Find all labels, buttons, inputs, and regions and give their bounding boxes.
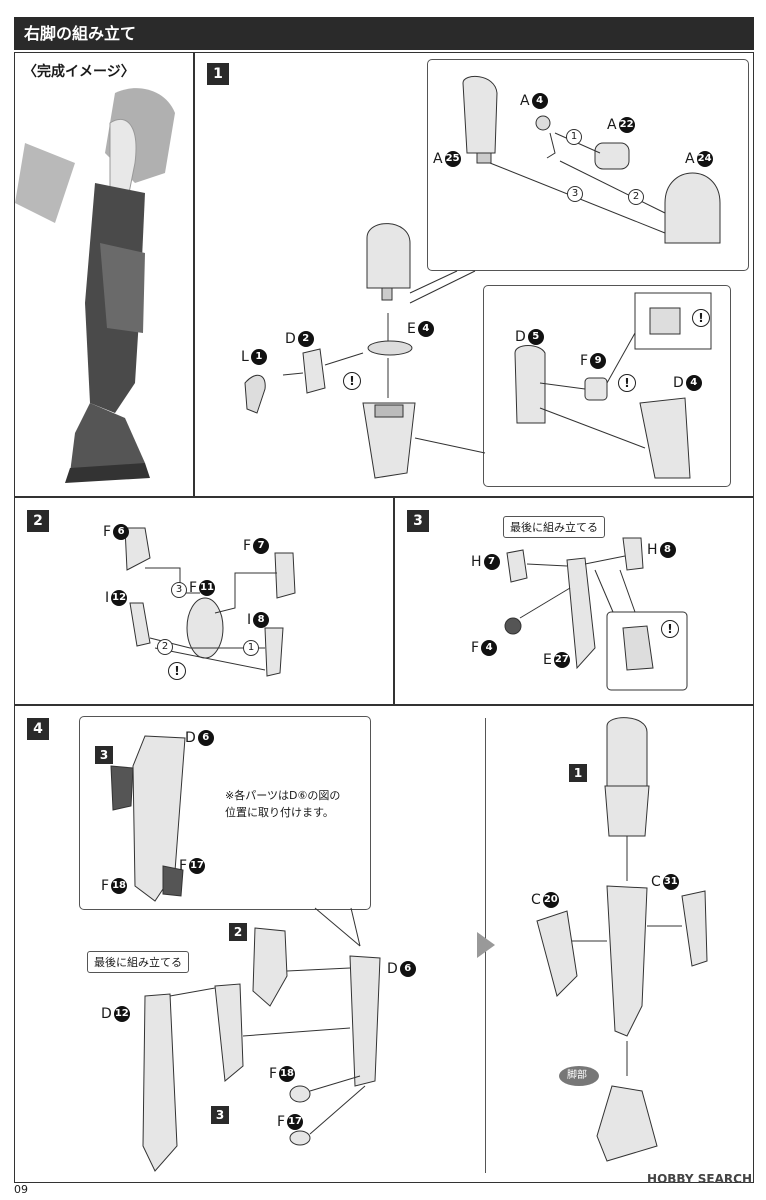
sub-step-badge: 3 — [95, 746, 113, 764]
arrow-right-icon — [477, 932, 495, 958]
order-marker-3: 3 — [567, 186, 583, 202]
caution-icon: ! — [168, 662, 186, 680]
assembled-leg-diagram — [536, 717, 708, 1162]
step-2-diagram — [124, 527, 296, 677]
completion-image-panel: 〈完成イメージ〉 — [14, 52, 194, 497]
foot-label: 脚部 — [567, 1070, 587, 1081]
step-4-badge: 4 — [27, 718, 49, 740]
caution-icon: ! — [661, 620, 679, 638]
watermark: HOBBY SEARCH — [647, 1172, 752, 1186]
order-marker-2: 2 — [628, 189, 644, 205]
caution-icon: ! — [343, 372, 361, 390]
step-3-badge: 3 — [407, 510, 429, 532]
completion-label: 〈完成イメージ〉 — [23, 64, 135, 80]
step-1-badge: 1 — [207, 63, 229, 85]
completed-leg-render — [15, 88, 175, 483]
assemble-last-note: 最後に組み立てる — [87, 951, 189, 973]
sub-step-badge: 3 — [211, 1106, 229, 1124]
caution-icon: ! — [692, 309, 710, 327]
instruction-line-2: 位置に取り付けます。 — [225, 806, 334, 819]
step-2-badge: 2 — [27, 510, 49, 532]
step-4-panel: 4 3 ※各パーツはD⑥の図の 位置に取り付けます。 2 3 最後に組み立てる … — [14, 705, 754, 1183]
page-title: 右脚の組み立て — [14, 17, 754, 50]
step-1-panel: 1 — [194, 52, 754, 497]
instruction-line-1: ※各パーツはD⑥の図の — [225, 789, 341, 802]
order-marker-2: 2 — [157, 639, 173, 655]
assemble-last-note: 最後に組み立てる — [503, 516, 605, 538]
order-marker-3: 3 — [171, 582, 187, 598]
order-marker-1: 1 — [243, 640, 259, 656]
step-4-detail-box — [79, 716, 371, 910]
step-1-diagram — [244, 75, 721, 479]
caution-icon: ! — [618, 374, 636, 392]
step-3-diagram — [504, 537, 688, 691]
step-4-diagram — [110, 735, 381, 1172]
page-number: 09 — [14, 1183, 28, 1196]
result-step-badge: 1 — [569, 764, 587, 782]
order-marker-1: 1 — [566, 129, 582, 145]
sub-step-badge: 2 — [229, 923, 247, 941]
